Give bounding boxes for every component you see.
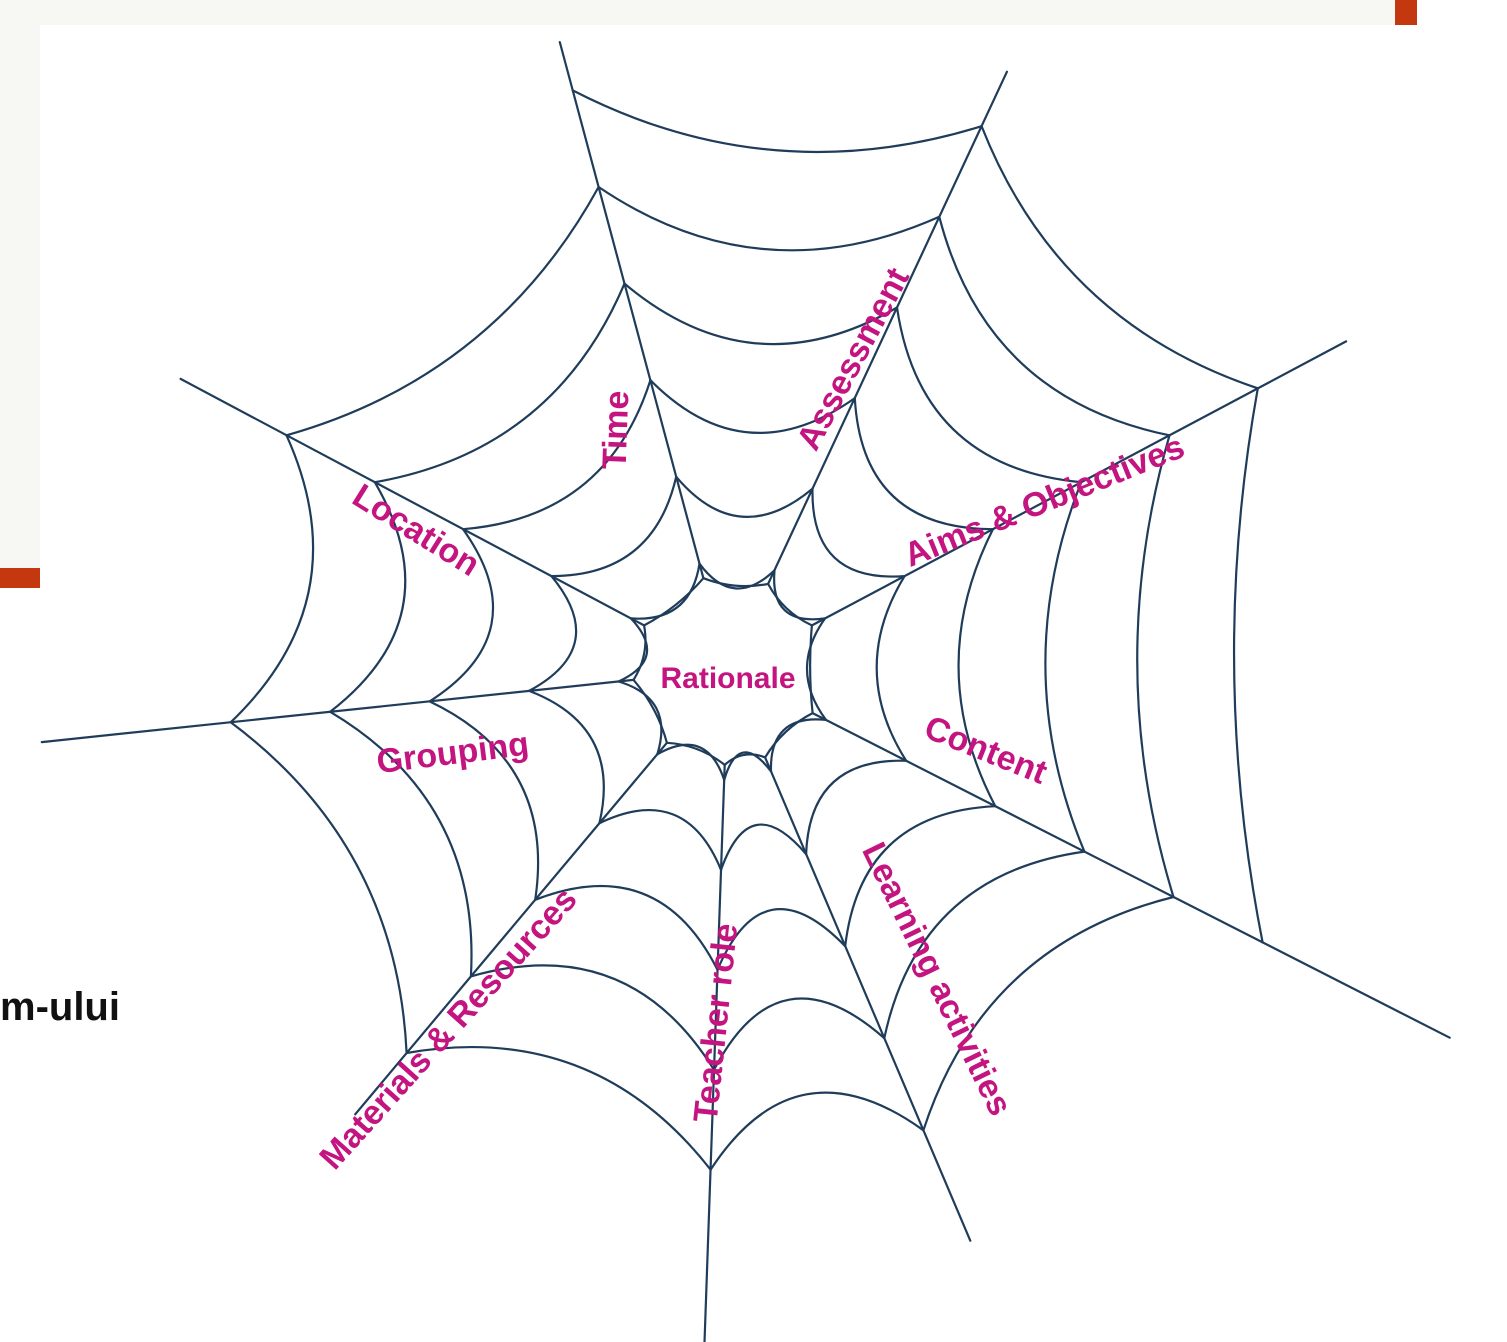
label-grouping: Grouping [375,725,531,781]
web-ring-arc [1045,482,1084,851]
label-content: Content [919,708,1052,791]
web-ring-arc [657,745,724,780]
web-ring-arc [771,719,826,771]
web-ring-arc [721,825,806,870]
web-ring-arc [714,999,884,1070]
web-ring-arc [877,576,907,761]
web-ring-arc [599,187,940,250]
web-ring-arc [599,810,721,870]
web-ring-arc [287,187,599,435]
web-ring-arc [407,1047,711,1170]
web-ring-arc [676,477,812,517]
web-spoke [42,680,634,742]
web-ring-arc [573,90,982,152]
web-inner-ring [810,625,812,713]
center-label-rationale: Rationale [660,662,795,695]
web-ring-arc [897,308,1081,483]
web-ring-arc [1137,435,1173,897]
web-ring-arc [619,618,648,681]
web-ring-arc [982,126,1258,388]
web-ring-arc [631,564,700,619]
web-ring-arc [231,435,313,722]
label-materials-resources: Materials & Resources [312,880,584,1176]
label-aims-objectives: Aims & Objectives [899,428,1190,575]
web-spoke [181,379,644,626]
web-ring-arc [529,691,604,823]
web-ring-arc [551,477,676,576]
web-ring-arc [619,682,662,755]
label-time: Time [596,390,637,470]
label-assessment: Assessment [789,262,917,457]
label-teacher-role: Teacher role [687,922,746,1125]
web-ring-arc [812,489,904,577]
web-spoke [560,42,704,578]
web-ring-arc [774,570,825,619]
web-ring-arc [1234,388,1263,942]
web-ring-arc [529,576,576,691]
web-ring-arc [711,1093,924,1170]
